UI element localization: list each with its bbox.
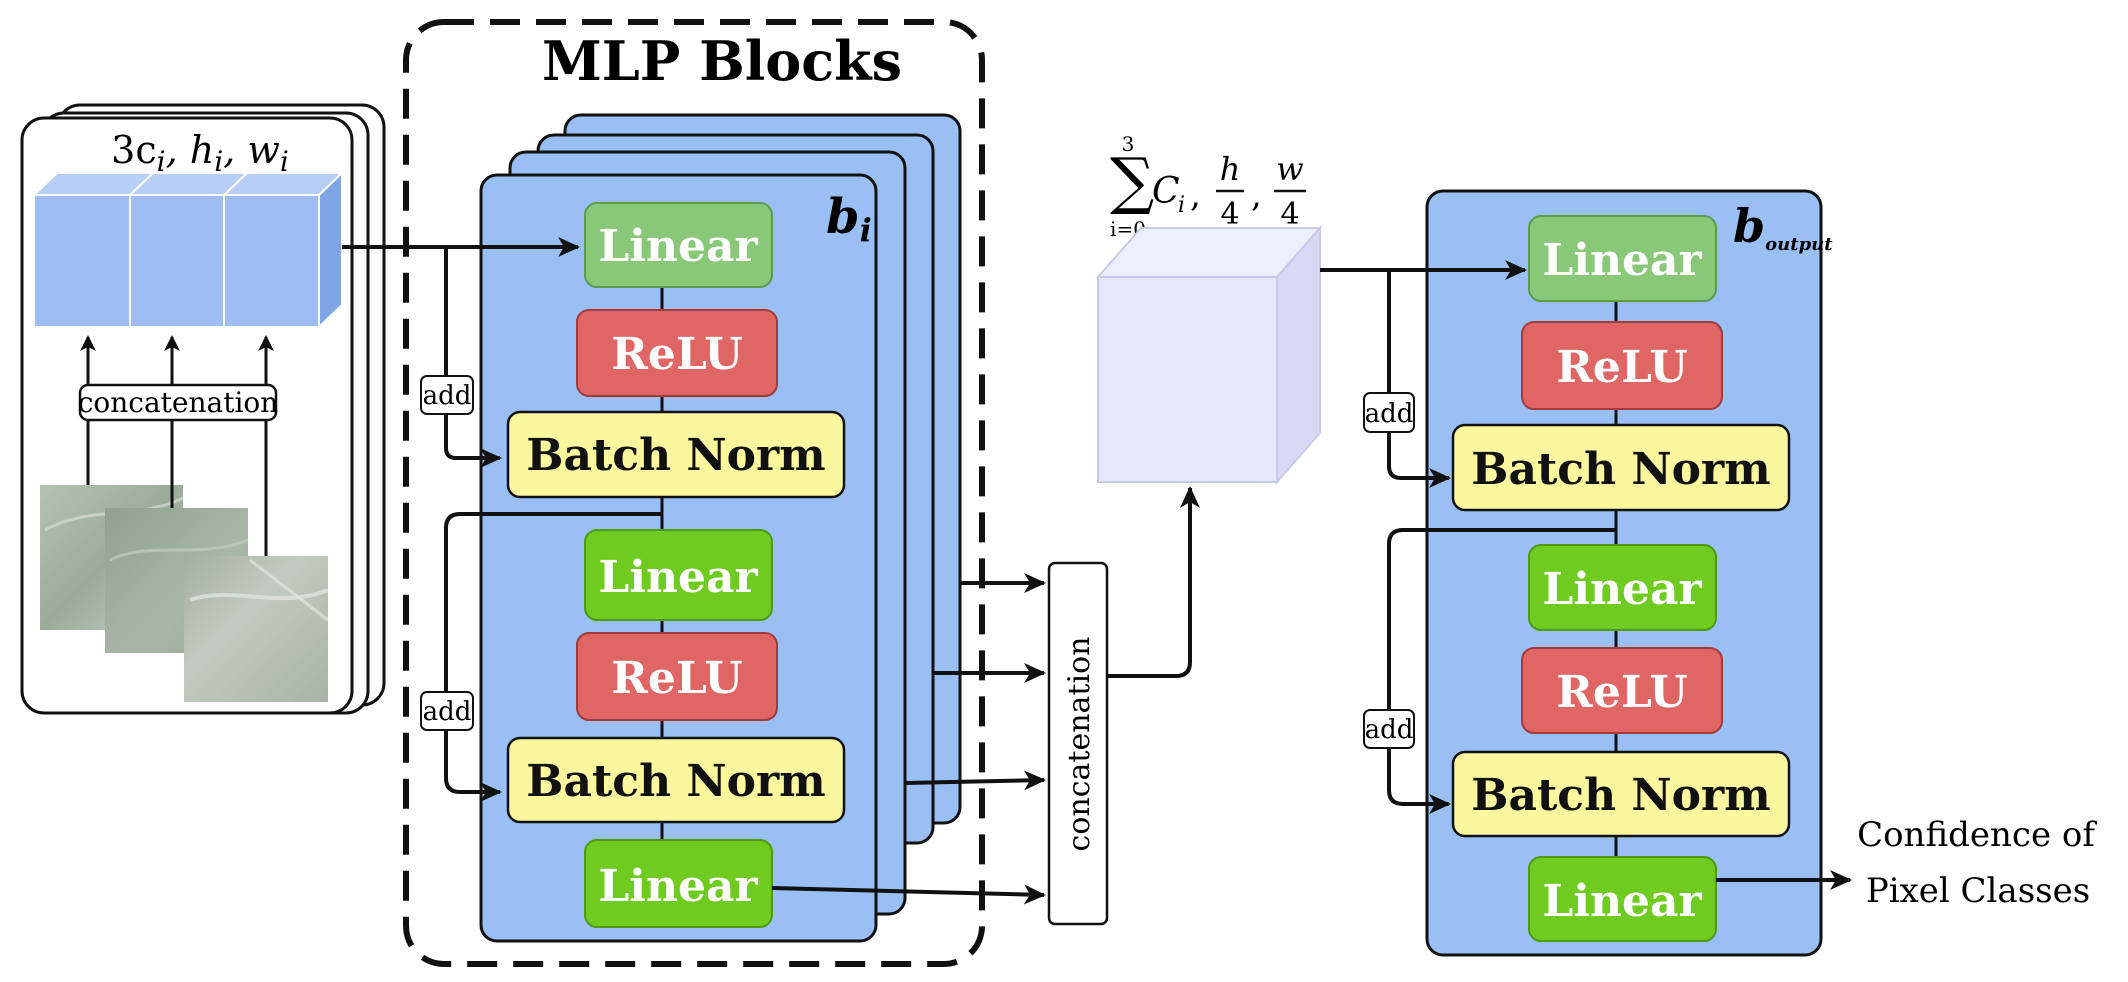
mlp-blocks-title: MLP Blocks xyxy=(542,29,902,93)
layer-relu-2: ReLU xyxy=(576,632,778,721)
out-layer-batchnorm-1: Batch Norm xyxy=(1451,423,1791,512)
block-name: bi xyxy=(826,189,872,249)
out-layer-relu-1: ReLU xyxy=(1521,321,1723,410)
svg-text:Batch Norm: Batch Norm xyxy=(526,756,825,807)
input-panel: 3ci, hi, wi concatenation xyxy=(20,103,386,715)
input-concat-label: concatenation xyxy=(78,386,279,419)
svg-text:ReLU: ReLU xyxy=(611,653,742,704)
output-label-line-1: Confidence of xyxy=(1857,815,2097,855)
output-label-line-2: Pixel Classes xyxy=(1866,871,2090,911)
layer-batchnorm-2: Batch Norm xyxy=(506,736,846,824)
svg-text:w: w xyxy=(1276,150,1303,188)
svg-text:add: add xyxy=(423,697,472,727)
layer-linear-3: Linear xyxy=(584,839,773,928)
out-skip-add-2 xyxy=(1363,709,1415,749)
svg-text:ReLU: ReLU xyxy=(611,329,742,380)
svg-text:4: 4 xyxy=(1220,197,1239,232)
svg-text:Linear: Linear xyxy=(1542,876,1702,927)
middle-concat-label: concatenation xyxy=(1062,637,1097,852)
out-layer-linear-1: Linear xyxy=(1528,215,1717,302)
svg-text:Batch Norm: Batch Norm xyxy=(1471,444,1770,495)
concat-feature-cube xyxy=(1095,225,1323,485)
svg-text:Batch Norm: Batch Norm xyxy=(526,430,825,481)
out-layer-batchnorm-2: Batch Norm xyxy=(1451,750,1791,838)
input-shape-label: 3ci, hi, wi xyxy=(111,128,289,178)
layer-linear-1: Linear xyxy=(584,202,773,288)
out-layer-linear-2: Linear xyxy=(1528,544,1717,631)
skip-add-2 xyxy=(420,691,474,731)
svg-text:Linear: Linear xyxy=(598,552,758,603)
layer-batchnorm-1: Batch Norm xyxy=(506,410,846,499)
svg-text:,: , xyxy=(1251,175,1262,215)
out-skip-add-1 xyxy=(1363,392,1415,433)
out-layer-linear-3: Linear xyxy=(1528,856,1717,942)
svg-text:i: i xyxy=(1178,193,1185,218)
svg-text:4: 4 xyxy=(1280,197,1299,232)
svg-text:∑: ∑ xyxy=(1110,144,1154,217)
input-image-patches xyxy=(40,485,329,702)
mlp-blocks-region xyxy=(403,19,985,967)
svg-text:,: , xyxy=(1190,175,1201,215)
svg-text:C: C xyxy=(1152,171,1180,212)
layer-linear-2: Linear xyxy=(584,529,773,621)
svg-text:Batch Norm: Batch Norm xyxy=(1471,770,1770,821)
svg-text:Linear: Linear xyxy=(1542,564,1702,615)
svg-text:ReLU: ReLU xyxy=(1556,667,1687,718)
svg-text:3: 3 xyxy=(1122,132,1135,156)
skip-add-1 xyxy=(420,375,474,415)
svg-text:Linear: Linear xyxy=(598,221,758,272)
svg-text:add: add xyxy=(1365,399,1414,429)
svg-text:add: add xyxy=(1365,715,1414,745)
input-concat-box xyxy=(78,383,278,422)
output-block-name: boutput xyxy=(1733,199,1833,255)
svg-text:Linear: Linear xyxy=(1542,235,1702,286)
sum-shape-label: ∑ 3 i=0 C i , h 4 , w 4 xyxy=(1110,132,1306,241)
svg-text:Linear: Linear xyxy=(598,861,758,912)
middle-concat-box xyxy=(1047,561,1109,926)
svg-text:ReLU: ReLU xyxy=(1556,342,1687,393)
layer-relu-1: ReLU xyxy=(576,309,778,397)
input-feature-cube xyxy=(31,170,345,330)
svg-text:add: add xyxy=(423,381,472,411)
out-layer-relu-2: ReLU xyxy=(1521,647,1723,734)
svg-text:h: h xyxy=(1220,150,1241,188)
